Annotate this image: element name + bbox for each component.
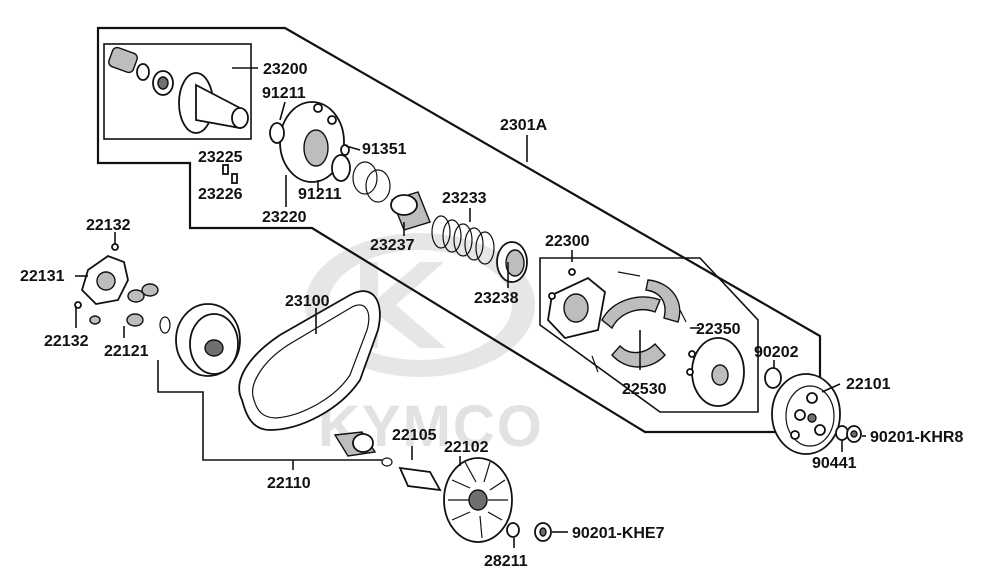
part-labels: 23200 91211 2301A 91351 23225 23226 9121… — [20, 61, 963, 570]
box-23200 — [103, 43, 252, 140]
label-22132-bottom: 22132 — [44, 333, 89, 350]
part-23237-collar — [390, 191, 431, 231]
part-23233-spring — [431, 215, 495, 265]
label-22121: 22121 — [104, 343, 149, 360]
part-22110-drive-face — [159, 303, 241, 377]
group-outline-2301a — [96, 26, 822, 434]
label-23226: 23226 — [198, 186, 243, 203]
label-28211: 28211 — [484, 553, 528, 570]
part-22102-fan — [443, 457, 513, 543]
label-90201-khe7: 90201-KHE7 — [572, 525, 665, 542]
part-23225-23226-screws — [222, 164, 238, 184]
label-22101: 22101 — [846, 376, 891, 393]
part-23200-shaft — [108, 46, 249, 134]
label-90202: 90202 — [754, 344, 799, 361]
part-23220-driven-face — [269, 101, 345, 183]
label-91351: 91351 — [362, 141, 407, 158]
label-90441: 90441 — [812, 455, 857, 472]
label-22300: 22300 — [545, 233, 590, 250]
part-90202-washer — [764, 367, 782, 389]
label-22350: 22350 — [696, 321, 741, 338]
label-22105: 22105 — [392, 427, 437, 444]
label-2301a: 2301A — [500, 117, 548, 134]
part-22300-clutch-plate — [547, 268, 606, 339]
box-22300 — [539, 257, 759, 413]
part-90201-khe7-nut — [534, 522, 552, 542]
label-23100: 23100 — [285, 293, 330, 310]
part-22105-bushing — [333, 431, 442, 492]
label-22131: 22131 — [20, 268, 65, 285]
label-22102: 22102 — [444, 439, 489, 456]
leader-lines — [75, 67, 866, 548]
part-23238-cup — [496, 241, 528, 283]
part-23100-belt — [238, 290, 381, 431]
label-22530: 22530 — [622, 381, 667, 398]
label-91211-top: 91211 — [262, 85, 306, 102]
label-90201-khr8: 90201-KHR8 — [870, 429, 963, 446]
label-23237: 23237 — [370, 237, 415, 254]
label-91211-bottom: 91211 — [298, 186, 342, 203]
part-90201-khr8-nut — [846, 425, 862, 443]
label-23233: 23233 — [442, 190, 487, 207]
label-22132-top: 22132 — [86, 217, 131, 234]
label-23238: 23238 — [474, 290, 519, 307]
label-23220: 23220 — [262, 209, 307, 226]
part-22131-ramp-plate — [74, 243, 129, 309]
part-22350-drive-plate — [686, 337, 745, 407]
part-22121-rollers — [89, 283, 159, 327]
part-22101-clutch-bell — [771, 373, 841, 455]
part-28211-nut — [506, 522, 520, 538]
label-22110: 22110 — [267, 475, 311, 492]
label-23200: 23200 — [263, 61, 308, 78]
label-23225: 23225 — [198, 149, 243, 166]
part-22530-shoes — [591, 271, 687, 373]
part-91351-seals — [331, 144, 391, 203]
